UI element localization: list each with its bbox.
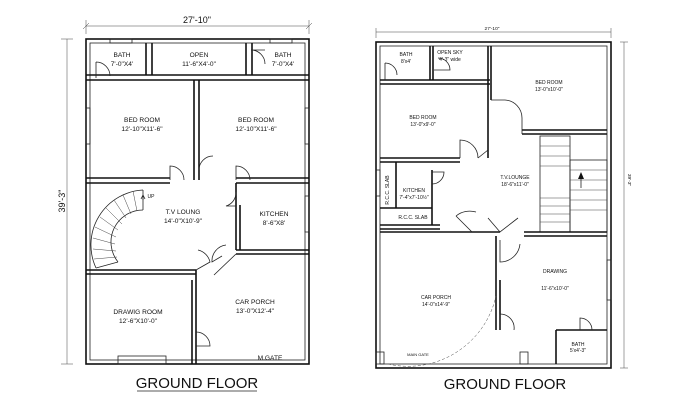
right-room-bath-1-name: BATH — [400, 52, 413, 58]
left-plan-title: GROUND FLOOR — [136, 375, 259, 392]
left-room-car-porch-size: 13'-0"X12'-4" — [236, 308, 275, 315]
right-room-bath-2-name: BATH — [572, 342, 585, 348]
left-room-kitchen-size: 8'-6"X8' — [263, 220, 285, 227]
left-room-drawing-size: 12'-6"X10'-0" — [119, 318, 158, 325]
left-room-kitchen-name: KITCHEN — [260, 211, 289, 218]
right-floor-plan: 27'-10" 39'-3" — [375, 26, 632, 369]
left-room-labels: BATH 7'-0"X4' OPEN 11'-6"X4'-0" BATH 7'-… — [111, 52, 294, 362]
right-room-open-sky-name: OPEN SKY — [437, 50, 463, 56]
left-height-dimension: 39'-3" — [57, 38, 73, 365]
left-room-bedroom-1-size: 12'-10"X11'-6" — [121, 126, 163, 133]
right-room-tv-lounge-size: 18'-6"x11'-0" — [501, 182, 529, 188]
left-floor-plan: 27'-10" 39'-3" — [57, 15, 313, 365]
left-width-dimension: 27'-10" — [82, 15, 313, 34]
right-height-dimension: 39'-3" — [620, 41, 632, 369]
right-plan-title: GROUND FLOOR — [444, 376, 567, 393]
right-width-label: 27'-10" — [485, 26, 500, 32]
left-room-bedroom-2-size: 12'-10"X11'-6" — [235, 126, 277, 133]
left-room-tv-lounge-size: 14'-0"X10'-9" — [164, 218, 203, 225]
right-staircase — [539, 135, 608, 233]
left-room-open-name: OPEN — [190, 52, 209, 59]
right-room-car-porch-name: CAR PORCH — [421, 295, 451, 301]
right-room-drawing-name: DRAWING — [543, 269, 567, 275]
left-main-gate-label: M.GATE — [258, 355, 283, 362]
right-rcc-slab-label: R.C.C. SLAB — [398, 215, 428, 221]
right-room-kitchen-name: KITCHEN — [403, 188, 425, 194]
left-room-open-size: 11'-6"X4'-0" — [182, 61, 216, 68]
left-room-bedroom-2-name: BED ROOM — [238, 117, 274, 124]
left-room-bedroom-1-name: BED ROOM — [124, 117, 160, 124]
right-room-drawing-size: 11'-6"x10'-0" — [541, 286, 569, 292]
right-room-open-sky-size: 4'-3" wide — [439, 57, 461, 63]
right-room-tv-lounge-name: T.V.LOUNGE — [500, 175, 530, 181]
left-room-drawing-name: DRAWIG ROOM — [113, 309, 162, 316]
right-main-gate-label: MAIN GATE — [407, 352, 429, 357]
right-room-kitchen-size: 7'-4"x7'-10½" — [399, 194, 429, 201]
right-room-bedroom-1-name: BED ROOM — [535, 80, 562, 86]
left-up-label: UP — [148, 194, 156, 200]
right-room-car-porch-size: 14'-0"x14'-9" — [422, 302, 450, 308]
left-room-car-porch-name: CAR PORCH — [235, 299, 275, 306]
left-height-label: 39'-3" — [57, 190, 67, 213]
right-room-bedroom-2-name: BED ROOM — [409, 115, 436, 121]
right-rcc-slab-vertical-label: R.C.C. SLAB — [385, 175, 391, 205]
left-room-tv-lounge-name: T.V LOUNG — [166, 209, 201, 216]
left-staircase: UP — [90, 189, 156, 269]
right-room-bath-1-size: 8'x4' — [401, 59, 411, 65]
left-room-bath-2-name: BATH — [274, 52, 291, 59]
right-outer-wall — [375, 41, 612, 369]
right-room-bath-2-size: 5'x4'-3" — [570, 348, 586, 354]
right-room-labels: BATH 8'x4' OPEN SKY 4'-3" wide BED ROOM … — [385, 50, 586, 357]
left-room-bath-1-size: 7'-0"X4' — [111, 61, 133, 68]
right-width-dimension: 27'-10" — [375, 26, 612, 38]
right-room-bedroom-1-size: 13'-0"x10'-0" — [535, 87, 563, 93]
left-room-bath-1-name: BATH — [113, 52, 130, 59]
left-width-label: 27'-10" — [183, 15, 211, 25]
right-height-label: 39'-3" — [626, 174, 632, 187]
left-room-bath-2-size: 7'-0"X4' — [272, 61, 294, 68]
right-room-bedroom-2-size: 13'-0"x9'-0" — [410, 122, 435, 128]
